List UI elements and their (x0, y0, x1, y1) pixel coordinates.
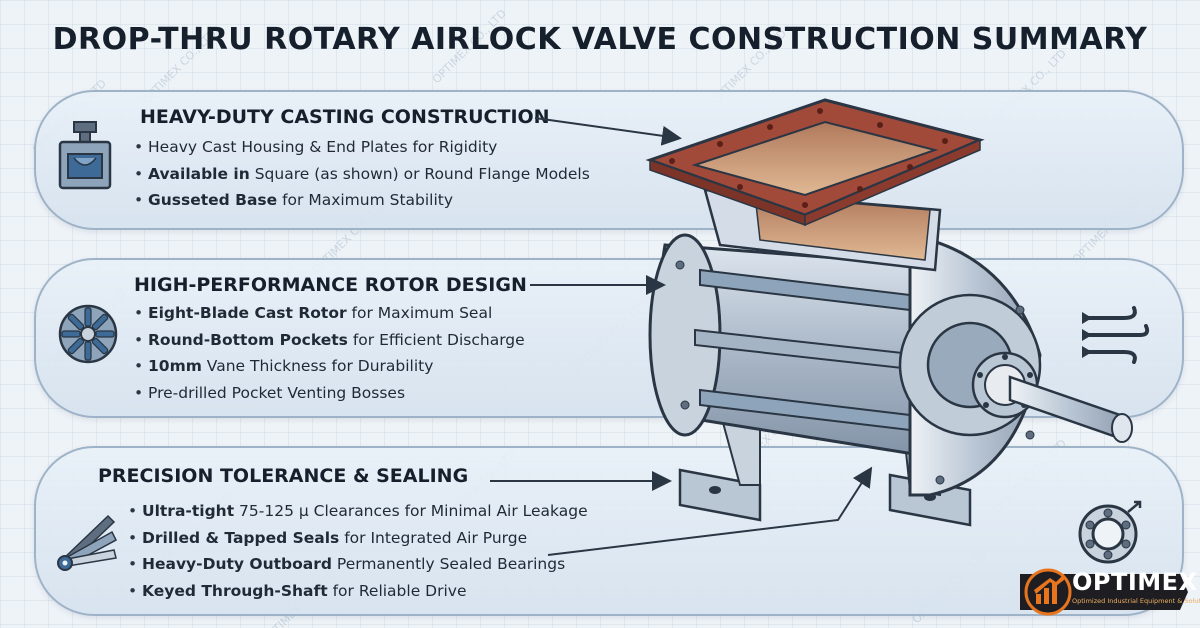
sealing-bullets: Ultra-tight 75-125 µ Clearances for Mini… (128, 498, 588, 604)
list-item: Round-Bottom Pockets for Efficient Disch… (134, 327, 525, 354)
list-item: Drilled & Tapped Seals for Integrated Ai… (128, 525, 588, 552)
logo-tagline: Optimized Industrial Equipment & Solutio… (1072, 597, 1200, 605)
rotor-bullets: Eight-Blade Cast Rotor for Maximum Seal … (134, 300, 525, 406)
optimex-logo: OPTIMEX Optimized Industrial Equipment &… (1020, 564, 1200, 620)
casting-mold-icon (56, 120, 116, 198)
section-heading-casting: HEAVY-DUTY CASTING CONSTRUCTION (140, 106, 550, 128)
section-heading-rotor: HIGH-PERFORMANCE ROTOR DESIGN (134, 274, 527, 296)
feeler-gauge-icon (52, 510, 122, 578)
rotor-icon (56, 302, 120, 370)
list-item: Ultra-tight 75-125 µ Clearances for Mini… (128, 498, 588, 525)
airlock-valve-illustration (610, 95, 1170, 569)
airflow-icon (1080, 302, 1152, 372)
list-item: Heavy Cast Housing & End Plates for Rigi… (134, 134, 590, 161)
list-item: Available in Square (as shown) or Round … (134, 161, 590, 188)
casting-bullets: Heavy Cast Housing & End Plates for Rigi… (134, 134, 590, 214)
list-item: Heavy-Duty Outboard Permanently Sealed B… (128, 551, 588, 578)
page-title: DROP-THRU ROTARY AIRLOCK VALVE CONSTRUCT… (52, 22, 1148, 57)
list-item: Gusseted Base for Maximum Stability (134, 187, 590, 214)
list-item: Pre-drilled Pocket Venting Bosses (134, 380, 525, 407)
section-heading-sealing: PRECISION TOLERANCE & SEALING (98, 465, 469, 487)
list-item: Keyed Through-Shaft for Reliable Drive (128, 578, 588, 605)
list-item: 10mm Vane Thickness for Durability (134, 353, 525, 380)
bearing-icon (1076, 498, 1144, 570)
list-item: Eight-Blade Cast Rotor for Maximum Seal (134, 300, 525, 327)
logo-name: OPTIMEX (1072, 568, 1198, 596)
